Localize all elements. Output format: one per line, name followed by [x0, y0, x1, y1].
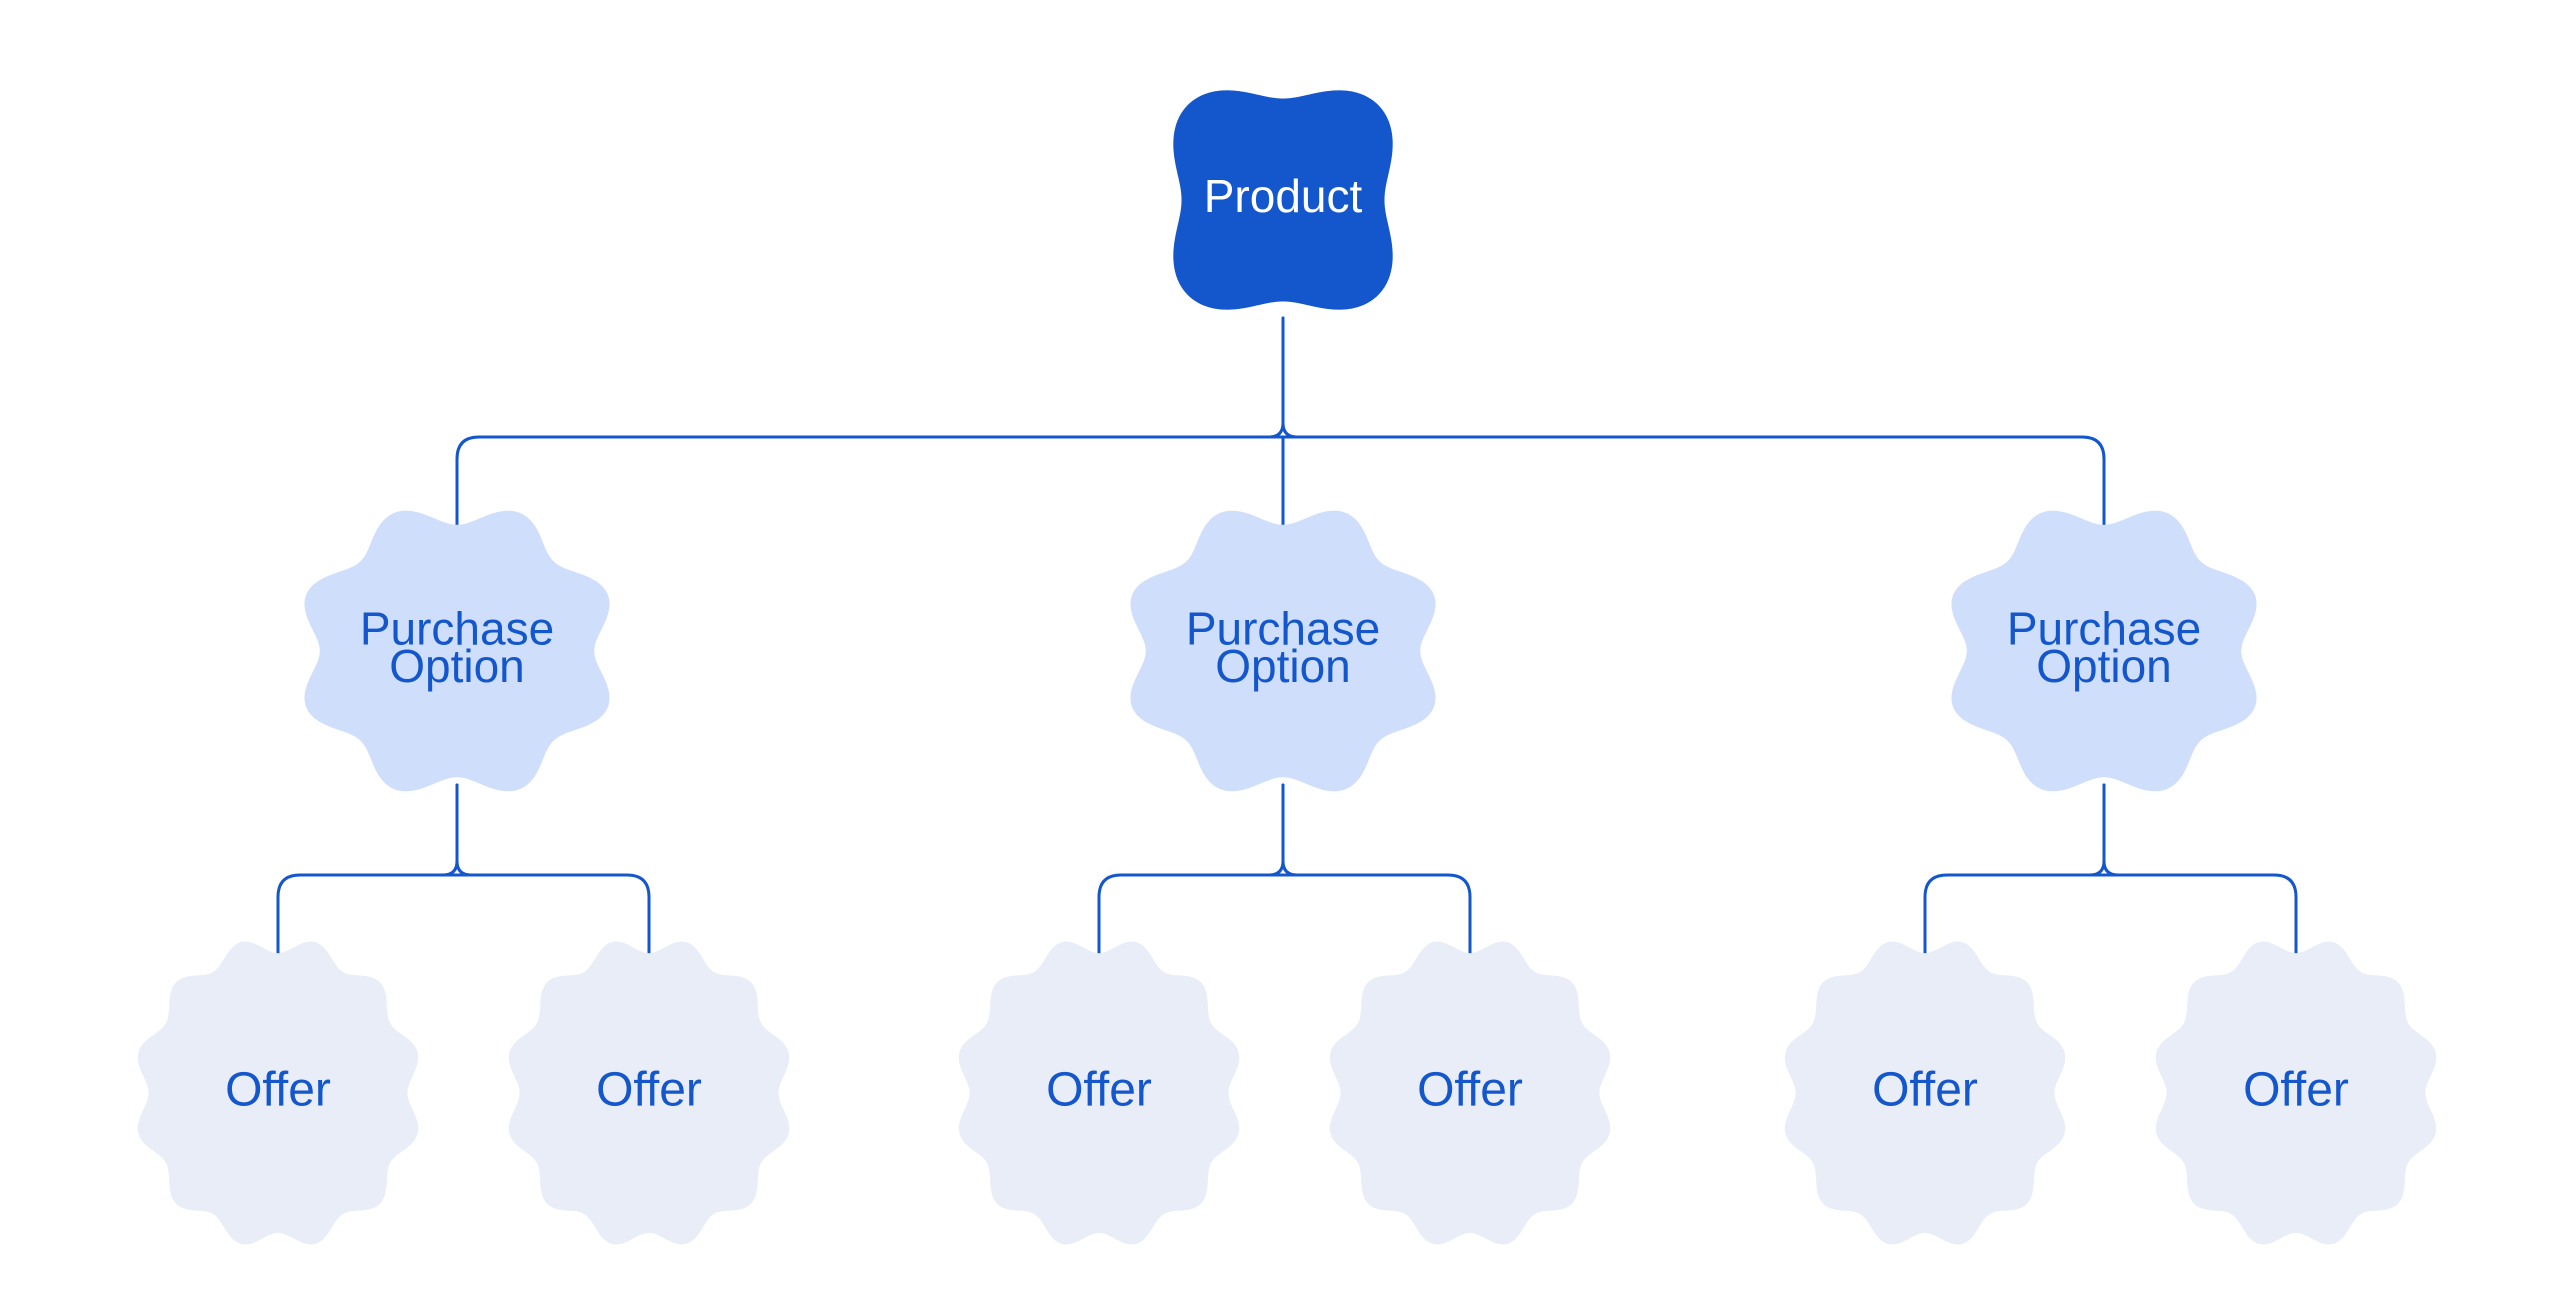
node-label-offer-1: Offer	[225, 1064, 331, 1117]
node-label-offer-6: Offer	[2243, 1064, 2349, 1117]
connector-stem-right-option3-to-offers	[2102, 783, 2120, 877]
node-offer-3[interactable]: Offer	[958, 941, 1240, 1245]
node-product[interactable]: Product	[1173, 90, 1393, 310]
node-shape-option-1[interactable]	[304, 510, 610, 792]
node-shape-product[interactable]	[1173, 90, 1393, 310]
node-offer-2[interactable]: Offer	[508, 941, 790, 1245]
node-label-offer-4: Offer	[1417, 1064, 1523, 1117]
node-shape-offer-3[interactable]	[958, 941, 1240, 1245]
connector-bar-option2-to-offers	[1097, 873, 1472, 967]
node-offer-4[interactable]: Offer	[1329, 941, 1611, 1245]
connector-stem-option3-to-offers	[2088, 783, 2106, 877]
node-label-option-1-line1: Purchase	[360, 602, 554, 654]
connectors-layer	[276, 316, 2298, 967]
node-offer-5[interactable]: Offer	[1784, 941, 2066, 1245]
node-label-option-1-line2: Option	[389, 640, 525, 692]
node-shape-offer-6[interactable]	[2155, 941, 2437, 1245]
connector-bar-option1-to-offers	[276, 873, 651, 967]
connector-stem-right-option2-to-offers	[1281, 783, 1299, 877]
nodes-layer: ProductPurchaseOptionPurchaseOptionPurch…	[137, 90, 2437, 1245]
connector-bar-product-to-options	[455, 435, 2106, 527]
connector-bar-option3-to-offers	[1923, 873, 2298, 967]
node-offer-6[interactable]: Offer	[2155, 941, 2437, 1245]
node-shape-offer-2[interactable]	[508, 941, 790, 1245]
connector-stem-product-to-options	[1267, 316, 1285, 439]
node-label-option-2-line1: Purchase	[1186, 602, 1380, 654]
node-shape-offer-4[interactable]	[1329, 941, 1611, 1245]
node-shape-option-3[interactable]	[1951, 510, 2257, 792]
node-shape-option-2[interactable]	[1130, 510, 1436, 792]
node-label-option-3-line2: Option	[2036, 640, 2172, 692]
connector-stem-option1-to-offers	[441, 783, 459, 877]
node-label-option-3-line1: Purchase	[2007, 602, 2201, 654]
node-label-offer-3: Offer	[1046, 1064, 1152, 1117]
node-label-offer-2: Offer	[596, 1064, 702, 1117]
node-label-option-2-line2: Option	[1215, 640, 1351, 692]
connector-stem-option2-to-offers	[1267, 783, 1285, 877]
node-offer-1[interactable]: Offer	[137, 941, 419, 1245]
node-label-offer-5: Offer	[1872, 1064, 1978, 1117]
connector-stem-right-product-to-options	[1281, 316, 1299, 439]
node-shape-offer-5[interactable]	[1784, 941, 2066, 1245]
connector-stem-right-option1-to-offers	[455, 783, 473, 877]
node-shape-offer-1[interactable]	[137, 941, 419, 1245]
node-label-product: Product	[1204, 170, 1363, 222]
